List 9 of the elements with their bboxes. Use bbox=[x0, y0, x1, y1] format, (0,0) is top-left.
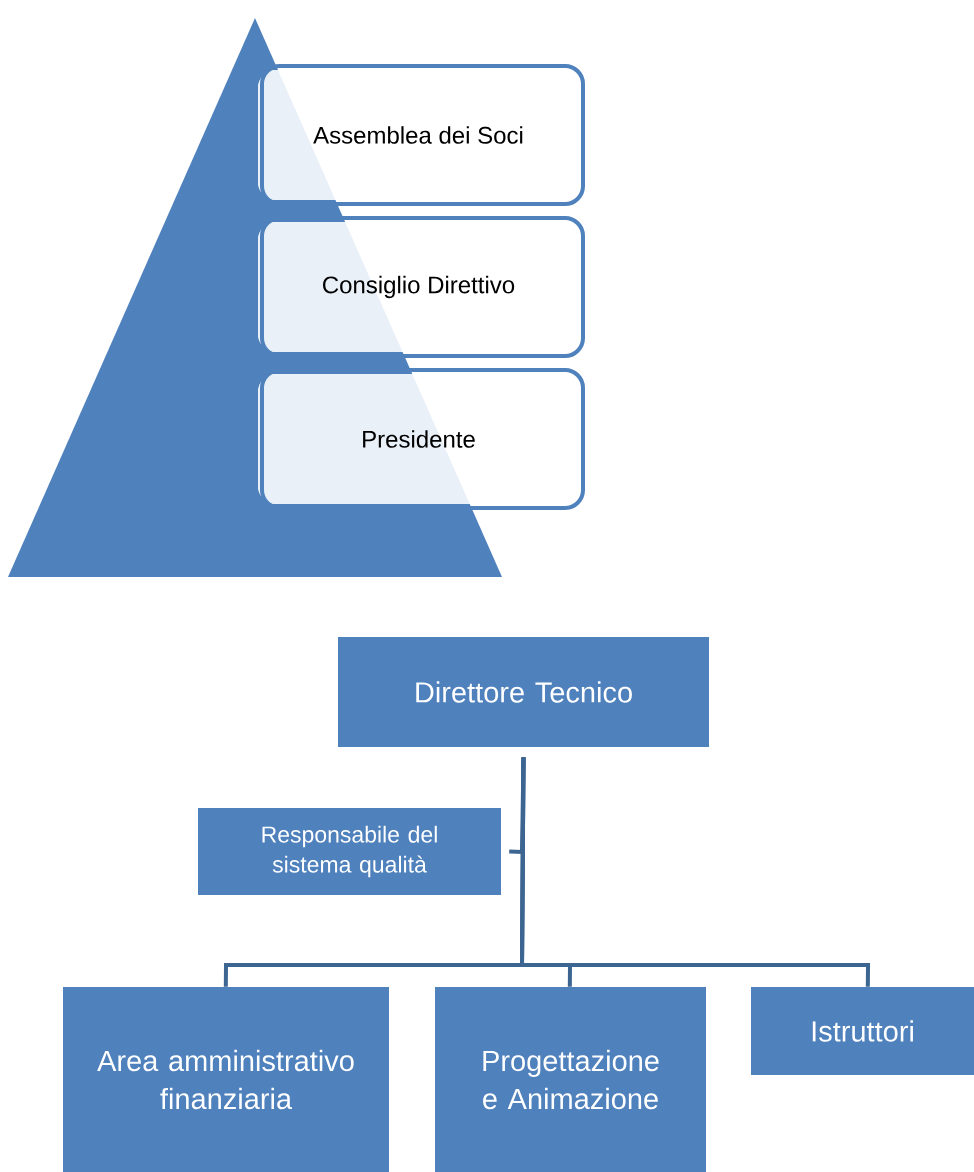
org-box: Direttore Tecnico bbox=[338, 637, 709, 747]
org-box: Istruttori bbox=[751, 987, 974, 1075]
org-box: Area amministrativo finanziaria bbox=[63, 987, 389, 1172]
connector-line bbox=[520, 757, 871, 987]
rounded-box: Consiglio Direttivo bbox=[258, 216, 585, 358]
org-box: Responsabile del sistema qualità bbox=[198, 808, 501, 895]
rounded-box: Presidente bbox=[258, 368, 585, 510]
org-box: Progettazione e Animazione bbox=[435, 987, 706, 1172]
rounded-box: Assemblea dei Soci bbox=[258, 64, 585, 206]
